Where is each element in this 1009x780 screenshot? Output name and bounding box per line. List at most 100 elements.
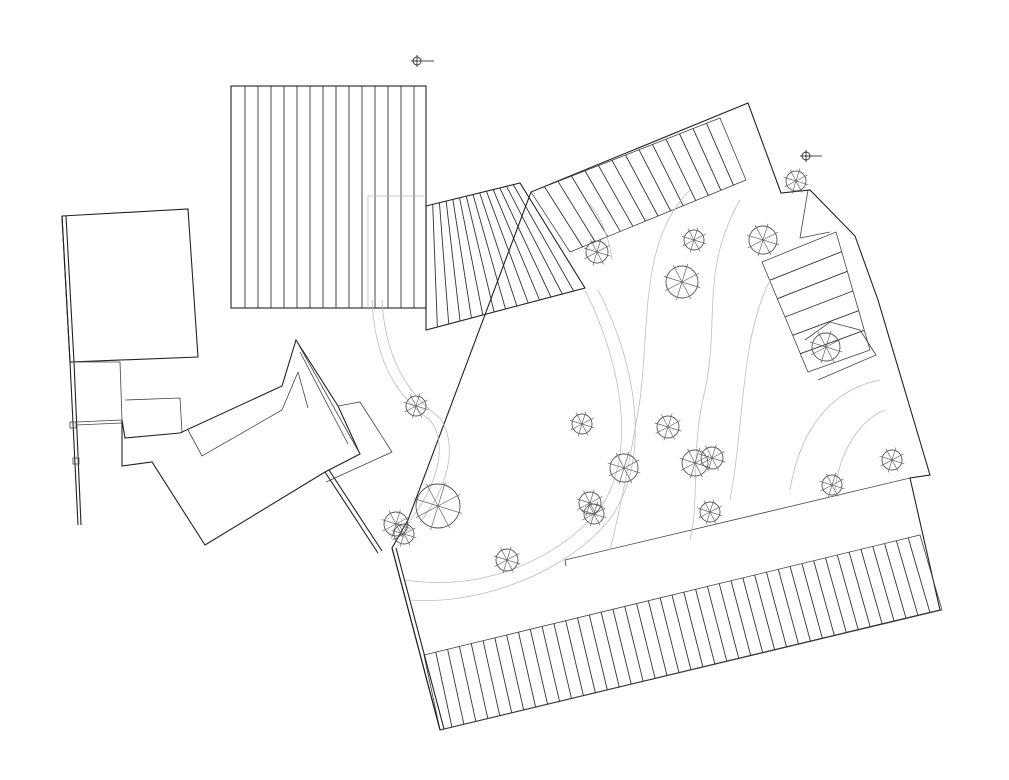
stripe — [557, 181, 596, 242]
stripe — [529, 629, 549, 705]
stripe — [492, 189, 540, 301]
stripe — [792, 310, 859, 336]
stripe — [459, 197, 484, 316]
stripe — [777, 270, 848, 300]
stripe — [671, 594, 692, 671]
stripe — [784, 290, 854, 318]
stripe — [907, 537, 931, 613]
stripe — [571, 175, 609, 237]
building-angled — [121, 338, 393, 554]
stripe — [825, 557, 847, 633]
stripe — [754, 574, 776, 651]
stripe — [695, 589, 716, 665]
garden-paths — [371, 189, 886, 601]
stripe — [506, 634, 525, 711]
stripe — [565, 620, 584, 696]
stripe — [612, 609, 632, 685]
stripe — [800, 329, 865, 355]
stripe — [438, 202, 450, 325]
stripe — [730, 580, 752, 656]
tree-symbol-icon — [783, 168, 809, 194]
tree-symbol-icon — [681, 227, 707, 253]
stripe — [624, 606, 644, 682]
tree-symbol-icon — [819, 472, 845, 498]
tree-symbol-icon — [746, 223, 780, 257]
stripe — [895, 540, 919, 616]
stripe — [836, 554, 859, 631]
stripe — [472, 194, 506, 310]
building-trapezoid — [425, 182, 586, 331]
stripe — [479, 192, 518, 307]
stripe — [647, 600, 668, 676]
tree-symbol-icon — [493, 546, 521, 574]
stripe — [742, 577, 764, 653]
stripe — [665, 138, 697, 201]
tree-symbol-icon — [654, 413, 682, 441]
stripe — [499, 187, 552, 298]
tree-symbol-icon — [414, 482, 462, 530]
stripe — [718, 583, 740, 659]
stripe — [541, 626, 560, 702]
stripe — [625, 154, 659, 217]
tree-symbol-icon — [581, 501, 607, 527]
north-marker-icon — [411, 55, 434, 67]
building-left — [61, 208, 199, 526]
stripe — [470, 643, 489, 719]
stripe — [600, 612, 620, 688]
stripe — [486, 191, 529, 304]
courtyard-building — [391, 102, 943, 731]
stripe — [588, 614, 608, 691]
stripe — [447, 649, 465, 725]
stripe — [518, 632, 537, 708]
tree-symbol-icon — [809, 330, 843, 364]
stripe — [872, 546, 895, 622]
stripe — [766, 572, 788, 648]
stripe — [544, 186, 583, 248]
stripe — [636, 603, 656, 679]
stripe — [638, 149, 671, 212]
stripe — [652, 144, 684, 206]
north-marker-icon — [800, 150, 822, 162]
stripe — [506, 186, 563, 295]
tree-symbol-icon — [663, 263, 701, 301]
stripe — [494, 637, 513, 713]
stripe — [445, 201, 461, 322]
stripe — [659, 597, 680, 673]
stripe — [692, 128, 722, 191]
stripe — [584, 170, 621, 232]
tree-symbol-icon — [576, 489, 604, 517]
stripe — [512, 184, 575, 292]
stripe — [553, 623, 572, 699]
building-striped-top — [230, 85, 427, 309]
stripe — [577, 617, 596, 693]
stripe — [848, 552, 871, 628]
stripe — [679, 133, 709, 196]
stripe — [769, 251, 842, 281]
tree-symbol-icon — [583, 238, 611, 266]
tree-symbol-icon — [391, 521, 417, 547]
stripe — [884, 543, 907, 619]
stripe — [482, 640, 501, 716]
stripe — [452, 199, 472, 319]
stripe — [465, 196, 495, 313]
stripe — [598, 165, 634, 227]
tree-symbol-icon — [698, 444, 726, 472]
stripe — [801, 563, 823, 639]
tree-symbol-icon — [879, 447, 905, 473]
stripe — [432, 204, 438, 328]
stripe — [706, 123, 734, 186]
stripe — [706, 586, 728, 662]
stripe — [435, 652, 453, 728]
stripe — [611, 160, 646, 222]
tree-group — [381, 168, 905, 574]
stripe — [458, 646, 477, 722]
tree-symbol-icon — [607, 451, 641, 485]
stripe — [777, 569, 800, 645]
tree-symbol-icon — [569, 411, 595, 437]
stripe — [860, 549, 883, 625]
stripe — [789, 566, 811, 642]
stripe — [813, 560, 835, 636]
tree-symbol-icon — [697, 499, 723, 525]
tree-symbol-icon — [679, 447, 711, 479]
